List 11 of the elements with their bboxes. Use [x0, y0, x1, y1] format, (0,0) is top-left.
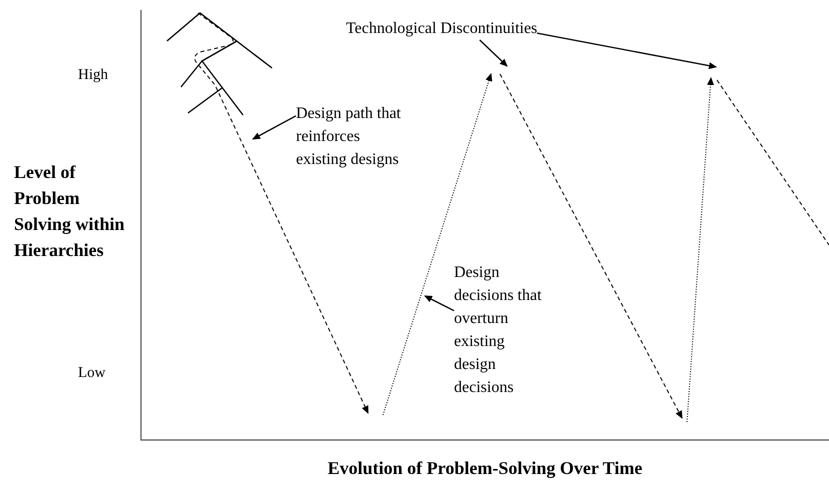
annotation-text: Design decisions that overturn existing design decisions — [454, 263, 543, 398]
axis-title: Evolution of Problem-Solving Over Time — [326, 457, 644, 480]
leader-arrow — [252, 115, 296, 140]
leader-arrow — [479, 40, 508, 67]
leader-arrow — [424, 295, 454, 312]
axis-title: Level of Problem Solving within Hierarchies — [14, 161, 126, 262]
annotation-text: Technological Discontinuities — [346, 19, 538, 39]
annotation-text: Design path that reinforces existing designs — [296, 104, 402, 170]
axis-tick-label: High — [78, 66, 109, 85]
leader-arrow — [536, 32, 717, 70]
axis-tick-label: Low — [78, 364, 106, 383]
